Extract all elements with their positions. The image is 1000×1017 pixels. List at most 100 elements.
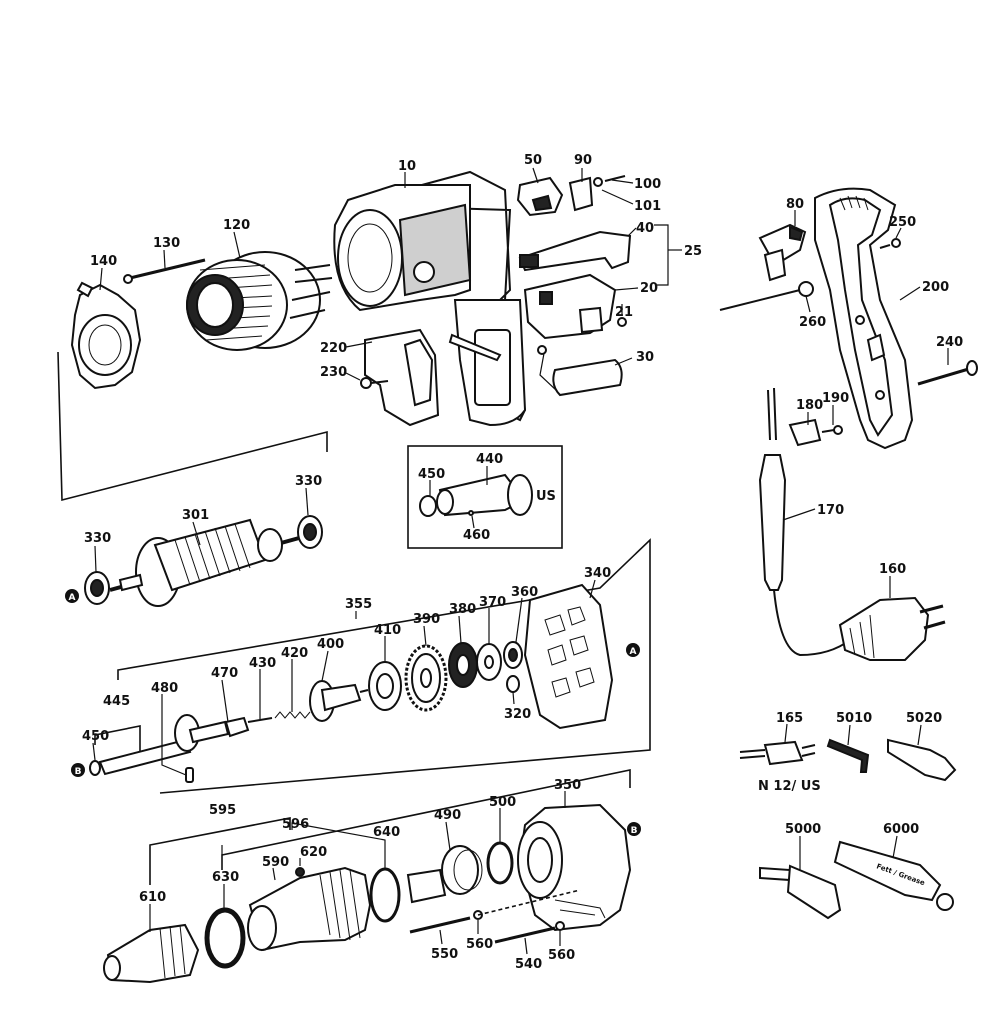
label-80: 80 xyxy=(786,197,804,212)
label-490: 490 xyxy=(434,808,461,823)
label-360: 360 xyxy=(511,585,538,600)
switch-lever xyxy=(568,175,626,212)
bracket-line xyxy=(57,351,328,502)
label-590: 590 xyxy=(262,855,289,870)
label-5020: 5020 xyxy=(906,711,942,726)
label-n12-us: N 12/ US xyxy=(758,779,821,794)
label-610: 610 xyxy=(139,890,166,905)
label-100: 100 xyxy=(634,177,661,192)
label-260: 260 xyxy=(799,315,826,330)
label-340: 340 xyxy=(584,566,611,581)
rod-260 xyxy=(719,281,814,311)
bearing-330b xyxy=(297,515,323,549)
label-550: 550 xyxy=(431,947,458,962)
label-450-box: 450 xyxy=(418,467,445,482)
pin-480 xyxy=(185,767,194,783)
label-170: 170 xyxy=(817,503,844,518)
gear-340 xyxy=(523,583,614,730)
label-560-left: 560 xyxy=(466,937,493,952)
handle-shell xyxy=(814,187,914,450)
bit-holder-5020 xyxy=(887,738,957,782)
bracket-595 xyxy=(149,817,291,885)
gear-390 xyxy=(404,644,448,712)
label-40: 40 xyxy=(636,221,654,236)
ring-450 xyxy=(89,760,101,776)
label-5000: 5000 xyxy=(785,822,821,837)
nut-470 xyxy=(224,716,250,738)
brush-cover xyxy=(364,328,440,427)
label-640: 640 xyxy=(373,825,400,840)
screw-240 xyxy=(917,360,978,386)
label-420: 420 xyxy=(281,646,308,661)
svg-text:B: B xyxy=(631,826,638,836)
label-165: 165 xyxy=(776,711,803,726)
capacitor xyxy=(537,345,623,397)
label-350: 350 xyxy=(554,778,581,793)
svg-text:A: A xyxy=(69,593,76,603)
grease-tube-6000: Fett / Grease xyxy=(833,840,954,911)
label-30: 30 xyxy=(636,350,654,365)
switch-20 xyxy=(523,273,627,340)
screw-230 xyxy=(360,377,389,389)
spring-420 xyxy=(274,711,311,719)
label-370: 370 xyxy=(479,595,506,610)
pin-430 xyxy=(247,717,273,723)
svg-text:A: A xyxy=(630,647,637,657)
part-labels: 10 50 90 100 101 40 25 20 21 30 120 130 … xyxy=(82,153,963,972)
switch-80 xyxy=(758,223,807,282)
gear-housing-350 xyxy=(517,803,632,932)
label-630: 630 xyxy=(212,870,239,885)
label-10: 10 xyxy=(398,159,416,174)
label-220: 220 xyxy=(320,341,347,356)
bearing-410 xyxy=(368,661,402,711)
label-20: 20 xyxy=(640,281,658,296)
label-190: 190 xyxy=(822,391,849,406)
label-480: 480 xyxy=(151,681,178,696)
label-130: 130 xyxy=(153,236,180,251)
bearing-490 xyxy=(406,845,483,904)
armature xyxy=(109,518,311,607)
bracket-355 xyxy=(117,538,651,794)
label-440: 440 xyxy=(476,452,503,467)
screw-130 xyxy=(123,258,206,284)
hex-key-5010 xyxy=(826,738,870,773)
label-445: 445 xyxy=(103,694,130,709)
label-560-right: 560 xyxy=(548,948,575,963)
bit-holder-5000 xyxy=(759,864,842,920)
label-620: 620 xyxy=(300,845,327,860)
screw-540 xyxy=(494,921,565,944)
ref-marker-a-left: A xyxy=(65,589,79,603)
motor-housing xyxy=(333,170,527,427)
label-355: 355 xyxy=(345,597,372,612)
ref-marker-b-left: B xyxy=(71,763,85,777)
label-301: 301 xyxy=(182,508,209,523)
adapter-cord-165 xyxy=(739,740,816,766)
label-200: 200 xyxy=(922,280,949,295)
end-plate-140 xyxy=(70,281,142,390)
screw-250 xyxy=(879,238,901,249)
label-230: 230 xyxy=(320,365,347,380)
label-540: 540 xyxy=(515,957,542,972)
label-140: 140 xyxy=(90,254,117,269)
inset-box xyxy=(407,445,563,549)
label-180: 180 xyxy=(796,398,823,413)
label-450: 450 xyxy=(82,729,109,744)
label-250: 250 xyxy=(889,215,916,230)
label-90: 90 xyxy=(574,153,592,168)
label-380: 380 xyxy=(449,602,476,617)
leader-lines xyxy=(92,167,949,955)
spindle-400 xyxy=(309,680,369,722)
label-390: 390 xyxy=(413,612,440,627)
switch-cover xyxy=(516,176,564,217)
label-160: 160 xyxy=(879,562,906,577)
label-500: 500 xyxy=(489,795,516,810)
label-400: 400 xyxy=(317,637,344,652)
plug-160 xyxy=(838,596,946,661)
shaft-445 xyxy=(98,714,230,776)
label-320: 320 xyxy=(504,707,531,722)
label-25: 25 xyxy=(684,244,702,259)
label-460: 460 xyxy=(463,528,490,543)
ref-marker-b-right: B xyxy=(627,822,641,836)
label-330-right: 330 xyxy=(295,474,322,489)
